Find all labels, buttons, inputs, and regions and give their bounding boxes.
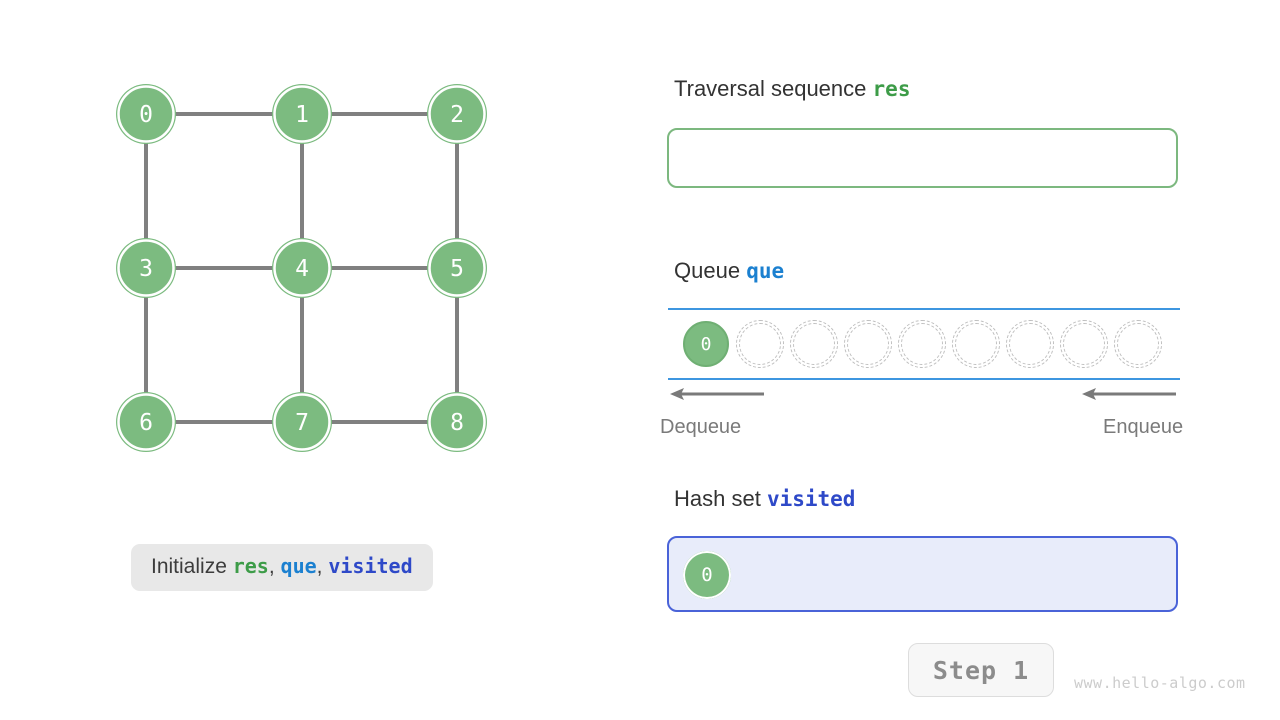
graph-node-2[interactable]: 2 (427, 84, 487, 144)
visited-title-prefix: Hash set (674, 486, 761, 511)
graph-node-0[interactable]: 0 (116, 84, 176, 144)
caption-separator-2: , (316, 555, 323, 578)
caption-token-res: res (232, 554, 269, 578)
right-panel: Traversal sequence res Queue que 0 Deque… (620, 0, 1280, 720)
queue-slot-empty (1111, 317, 1165, 371)
enqueue-label: Enqueue (1103, 416, 1184, 438)
graph-node-3[interactable]: 3 (116, 238, 176, 298)
caption-box: Initialize res, que, visited (131, 544, 433, 592)
queue-slot-empty (1057, 317, 1111, 371)
queue-slot-empty (841, 317, 895, 371)
res-container (667, 128, 1178, 188)
res-section-title: Traversal sequence res (674, 76, 910, 102)
queue-slot-empty (787, 317, 841, 371)
graph-panel: 0 1 2 3 4 5 6 7 8 Initialize res, que, visited (0, 0, 620, 720)
step-badge: Step 1 (908, 643, 1054, 697)
graph-node-gap-ring (428, 393, 486, 451)
graph-node-gap-ring (117, 85, 175, 143)
graph-node-body (277, 397, 327, 447)
graph-node-label: 8 (450, 410, 464, 436)
graph-node-5[interactable]: 5 (427, 238, 487, 298)
caption-separator-1: , (268, 555, 275, 578)
graph-node-label: 1 (295, 102, 309, 128)
graph-node-label: 0 (139, 102, 153, 128)
graph-node-body (432, 243, 482, 293)
graph-node-label: 5 (450, 256, 464, 282)
graph-node-body (432, 397, 482, 447)
graph-node-gap-ring (117, 393, 175, 451)
graph-diagram: 0 1 2 3 4 5 6 7 8 (116, 84, 487, 452)
queue-section-title: Queue que (674, 258, 784, 284)
graph-node-gap-ring (273, 393, 331, 451)
graph-node-body (432, 89, 482, 139)
graph-node-label: 6 (139, 410, 153, 436)
graph-node-7[interactable]: 7 (272, 392, 332, 452)
graph-node-body (277, 243, 327, 293)
queue-rule-bottom (668, 378, 1180, 380)
dequeue-label: Dequeue (660, 416, 742, 438)
graph-node-gap-ring (428, 239, 486, 297)
caption-token-que: que (280, 554, 317, 578)
queue-slot-empty (1003, 317, 1057, 371)
watermark: www.hello-algo.com (1074, 674, 1246, 692)
res-title-token: res (872, 77, 911, 101)
visited-title-token: visited (766, 487, 856, 511)
graph-node-label: 4 (295, 256, 309, 282)
graph-node-body (121, 243, 171, 293)
caption-prefix: Initialize (151, 555, 227, 578)
visited-item: 0 (683, 551, 731, 599)
graph-node-gap-ring (117, 239, 175, 297)
graph-node-1[interactable]: 1 (272, 84, 332, 144)
graph-node-gap-ring (428, 85, 486, 143)
queue-slot-list: 0 (679, 317, 1165, 371)
enqueue-arrow-icon (1082, 388, 1176, 400)
graph-node-4[interactable]: 4 (272, 238, 332, 298)
visited-item-list: 0 (683, 551, 731, 599)
graph-node-8[interactable]: 8 (427, 392, 487, 452)
graph-node-body (121, 397, 171, 447)
graph-node-label: 3 (139, 256, 153, 282)
queue-container: 0 (668, 308, 1180, 380)
graph-node-label: 7 (295, 410, 309, 436)
queue-slot-empty (949, 317, 1003, 371)
res-title-prefix: Traversal sequence (674, 76, 867, 101)
caption-token-visited: visited (328, 554, 413, 578)
visited-section-title: Hash set visited (674, 486, 855, 512)
queue-rule-top (668, 308, 1180, 310)
graph-node-gap-ring (273, 85, 331, 143)
graph-node-body (277, 89, 327, 139)
graph-node-body (121, 89, 171, 139)
queue-slot-empty (895, 317, 949, 371)
queue-title-prefix: Queue (674, 258, 741, 283)
queue-slot-empty (733, 317, 787, 371)
graph-node-gap-ring (273, 239, 331, 297)
dequeue-arrow-icon (670, 388, 764, 400)
queue-slot-filled: 0 (679, 317, 733, 371)
queue-item-value: 0 (683, 321, 729, 367)
visited-container: 0 (667, 536, 1178, 612)
graph-node-6[interactable]: 6 (116, 392, 176, 452)
queue-title-token: que (746, 259, 785, 283)
graph-node-label: 2 (450, 102, 464, 128)
